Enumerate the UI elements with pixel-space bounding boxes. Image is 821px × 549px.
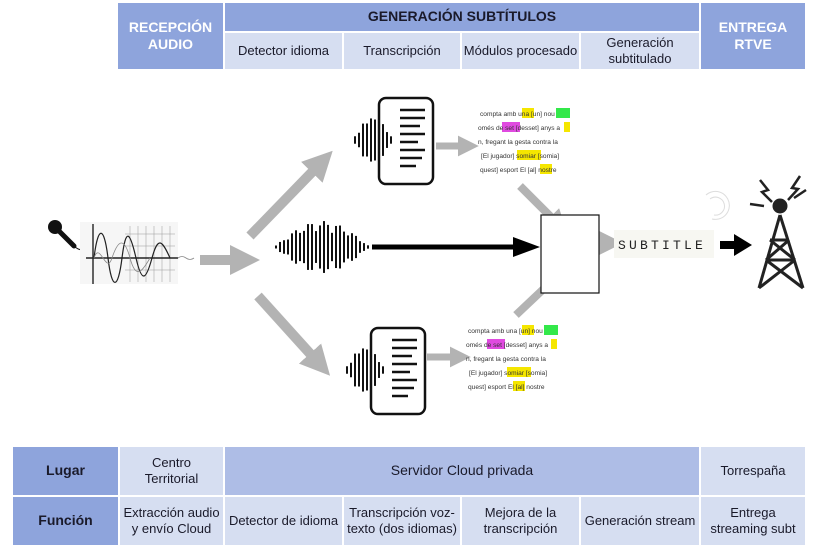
substep-modulos-procesado: Módulos procesado (461, 32, 580, 70)
substep-detector-idioma: Detector idioma (224, 32, 343, 70)
transcript-line: quest] esport El [al] nostre (480, 167, 557, 174)
audio-signal-plot-icon (80, 222, 195, 284)
func-transcripcion: Transcripción voz- texto (dos idiomas) (343, 496, 461, 546)
transcript-line: quest] esport El [al] nostre (468, 384, 545, 391)
place-servidor-cloud: Servidor Cloud privada (224, 446, 700, 496)
subtitle-strip: SUBTITLE (614, 230, 714, 258)
direct-audio-arrow (372, 237, 540, 257)
pipeline-diagram: compta amb una [un] nou omés de set [des… (48, 96, 807, 416)
transcript-line: omés de set [desset] anys a (478, 125, 560, 132)
transcript-snippet-bottom: compta amb una [un] nou omés de set [des… (466, 325, 558, 391)
place-torrespana: Torrespaña (700, 446, 806, 496)
merge-processing-box (540, 214, 600, 294)
speech-to-text-icon-top (354, 96, 435, 186)
transcript-line: compta amb una [un] nou (468, 328, 543, 335)
header-entrega-rtve: ENTREGA RTVE (700, 2, 806, 70)
transcript-line: n, fregant la gesta contra la (466, 356, 546, 363)
transcript-line: compta amb una [un] nou (480, 111, 555, 118)
row-label-funcion: Función (12, 496, 119, 546)
transcript-line: n, fregant la gesta contra la (478, 139, 558, 146)
header-recepcion-audio: RECEPCIÓN AUDIO (117, 2, 224, 70)
broadcast-tower-icon (705, 175, 807, 290)
substep-generacion-subtitulado: Generación subtitulado (580, 32, 700, 70)
row-label-lugar: Lugar (12, 446, 119, 496)
func-extraccion-audio: Extracción audio y envío Cloud (119, 496, 224, 546)
subtitle-text: SUBTITLE (618, 238, 706, 253)
transcript-snippet-top: compta amb una [un] nou omés de set [des… (478, 108, 570, 174)
speech-to-text-icon-bottom (346, 326, 427, 416)
func-mejora-transcripcion: Mejora de la transcripción (461, 496, 580, 546)
substep-transcripcion: Transcripción (343, 32, 461, 70)
delivery-arrow (720, 234, 752, 256)
transcript-line: [El jugador] somiar [somia] (469, 370, 547, 377)
func-detector-idioma: Detector de idioma (224, 496, 343, 546)
audio-waveform-icon (275, 221, 369, 273)
transcript-line: [El jugador] somiar [somia] (481, 153, 559, 160)
header-generacion-subtitulos: GENERACIÓN SUBTÍTULOS (224, 2, 700, 32)
func-generacion-stream: Generación stream (580, 496, 700, 546)
transcript-line: omés de set [desset] anys a (466, 342, 548, 349)
place-centro-territorial: Centro Territorial (119, 446, 224, 496)
func-entrega-streaming: Entrega streaming subt (700, 496, 806, 546)
